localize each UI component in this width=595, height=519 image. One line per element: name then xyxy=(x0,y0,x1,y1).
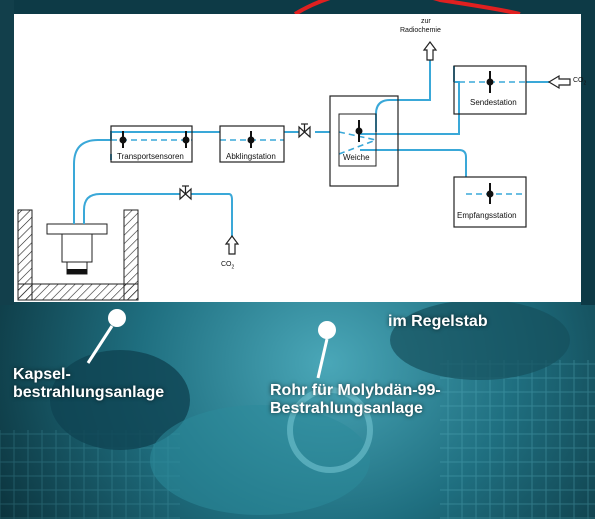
weiche-outer-box xyxy=(330,96,398,186)
co2-bottom-label: CO2 xyxy=(221,261,234,270)
radiochemie-label-line2: Radiochemie xyxy=(400,27,441,34)
abklingstation-label: Abklingstation xyxy=(226,152,276,161)
pneumatic-transport-schematic: zur Radiochemie Sendestation CO2 Transpo… xyxy=(14,14,581,302)
kapsel-label-line1: Kapsel- xyxy=(13,366,71,384)
radiochemie-label-line1: zur xyxy=(421,18,431,25)
rohr-label-line1: Rohr für Molybdän-99- xyxy=(270,382,441,400)
kapsel-label-line2: bestrahlungsanlage xyxy=(13,384,164,402)
sensor-pins xyxy=(121,71,493,204)
regelstab-label: im Regelstab xyxy=(388,313,488,331)
co2-pipes xyxy=(74,56,549,236)
rohr-label-line2: Bestrahlungsanlage xyxy=(270,400,423,418)
reactor-pool xyxy=(18,210,138,300)
kapsel-marker xyxy=(108,309,126,327)
schematic-drawing xyxy=(14,14,581,302)
co2-right-label: CO2 xyxy=(573,77,586,86)
rohr-marker xyxy=(318,321,336,339)
weiche-label: Weiche xyxy=(343,153,370,162)
transportsensoren-label: Transportsensoren xyxy=(117,152,184,161)
sendestation-label: Sendestation xyxy=(470,98,517,107)
empfangsstation-label: Empfangsstation xyxy=(457,211,517,220)
